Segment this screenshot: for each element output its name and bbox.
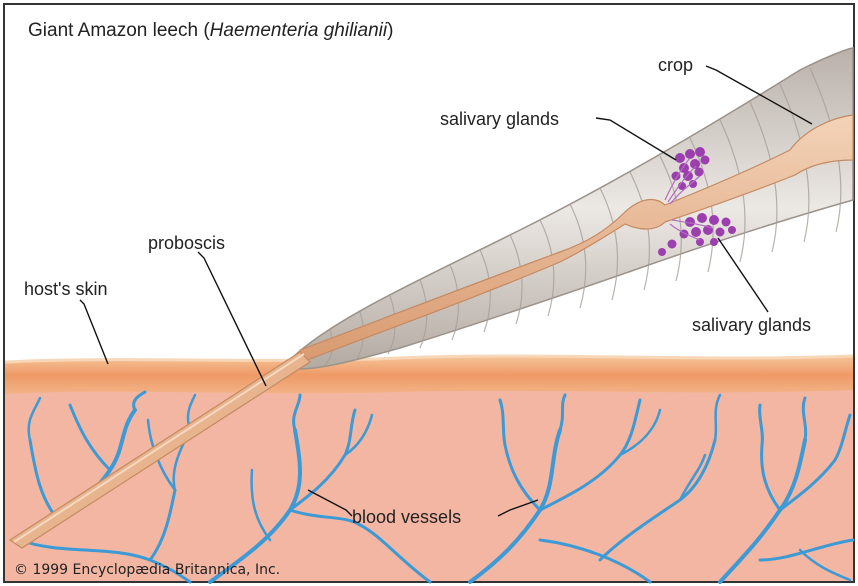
leader-hosts-skin bbox=[80, 300, 108, 364]
label-crop: crop bbox=[658, 56, 693, 74]
label-blood-vessels: blood vessels bbox=[352, 508, 461, 526]
title-scientific-name: Haementeria ghilianii bbox=[210, 20, 387, 41]
title-close-paren: ) bbox=[387, 20, 393, 41]
label-salivary-glands-lower: salivary glands bbox=[692, 316, 811, 334]
label-salivary-glands-upper: salivary glands bbox=[440, 110, 559, 128]
label-hosts-skin: host's skin bbox=[24, 280, 107, 298]
host-skin-band bbox=[5, 356, 853, 394]
title-common-name: Giant Amazon leech ( bbox=[28, 20, 210, 41]
diagram-title: Giant Amazon leech (Haementeria ghiliani… bbox=[28, 20, 393, 42]
label-proboscis: proboscis bbox=[148, 234, 225, 252]
copyright-notice: © 1999 Encyclopædia Britannica, Inc. bbox=[14, 562, 280, 578]
host-tissue bbox=[5, 380, 853, 581]
